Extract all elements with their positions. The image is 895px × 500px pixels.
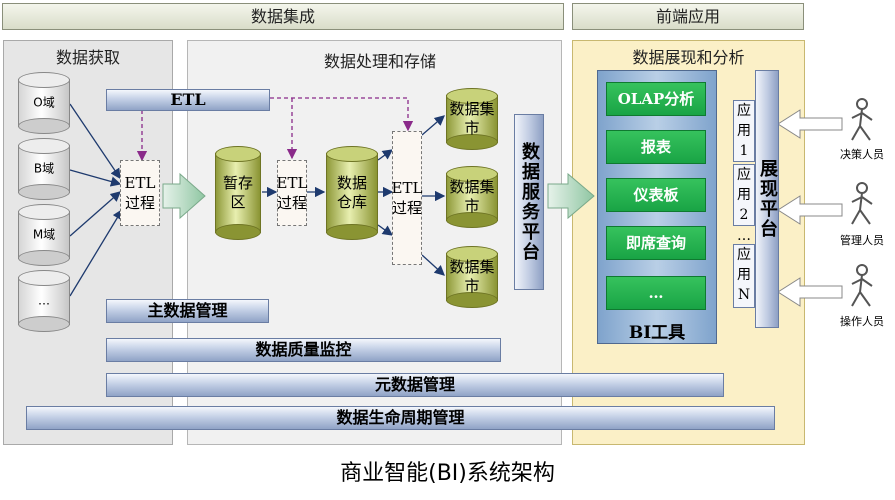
- user-decision-makers: 决策人员: [840, 148, 884, 161]
- data-mart-1: 数据集 市: [446, 88, 498, 150]
- user-operators: 操作人员: [840, 315, 884, 328]
- data-lifecycle-management-bar: 数据生命周期管理: [26, 406, 775, 430]
- app-1: 应 用 1: [733, 100, 755, 162]
- bi-tool-more: …: [606, 276, 706, 310]
- data-quality-monitoring-bar: 数据质量监控: [106, 338, 501, 362]
- source-b-domain: B域: [18, 138, 70, 200]
- bi-title: 数据展现和分析: [632, 48, 745, 67]
- user-managers: 管理人员: [840, 234, 884, 247]
- app-n: 应 用 N: [733, 244, 755, 308]
- app-ellipsis: …: [737, 228, 751, 244]
- app-2: 应 用 2: [733, 164, 755, 226]
- data-mart-2: 数据集 市: [446, 166, 498, 228]
- etl-process-2: ETL 过程: [277, 160, 307, 226]
- bi-tool-adhoc-query: 即席查询: [606, 226, 706, 260]
- source-o-domain: O域: [18, 72, 70, 134]
- staging-area: 暂存 区: [215, 146, 261, 240]
- bi-tool-olap: OLAP分析: [606, 82, 706, 116]
- source-more: …: [18, 270, 70, 332]
- header-frontend-apps: 前端应用: [572, 3, 804, 30]
- header-data-integration: 数据集成: [2, 3, 564, 30]
- acquisition-title: 数据获取: [55, 48, 120, 67]
- bi-tools-label: BI工具: [628, 323, 686, 343]
- master-data-management-bar: 主数据管理: [106, 299, 269, 323]
- metadata-management-bar: 元数据管理: [106, 373, 724, 397]
- etl-bar: ETL: [106, 89, 270, 111]
- data-service-platform: 数据服务平台: [514, 114, 544, 290]
- data-mart-3: 数据集 市: [446, 246, 498, 308]
- data-warehouse: 数据 仓库: [326, 146, 378, 240]
- processing-title: 数据处理和存储: [323, 52, 436, 71]
- etl-process-1: ETL 过程: [120, 160, 160, 226]
- presentation-platform: 展现平台: [755, 70, 779, 328]
- bi-tool-report: 报表: [606, 130, 706, 164]
- bi-tool-dashboard: 仪表板: [606, 178, 706, 212]
- source-m-domain: M域: [18, 204, 70, 266]
- etl-process-3: ETL 过程: [392, 131, 422, 265]
- diagram-caption: 商业智能(BI)系统架构: [340, 461, 555, 486]
